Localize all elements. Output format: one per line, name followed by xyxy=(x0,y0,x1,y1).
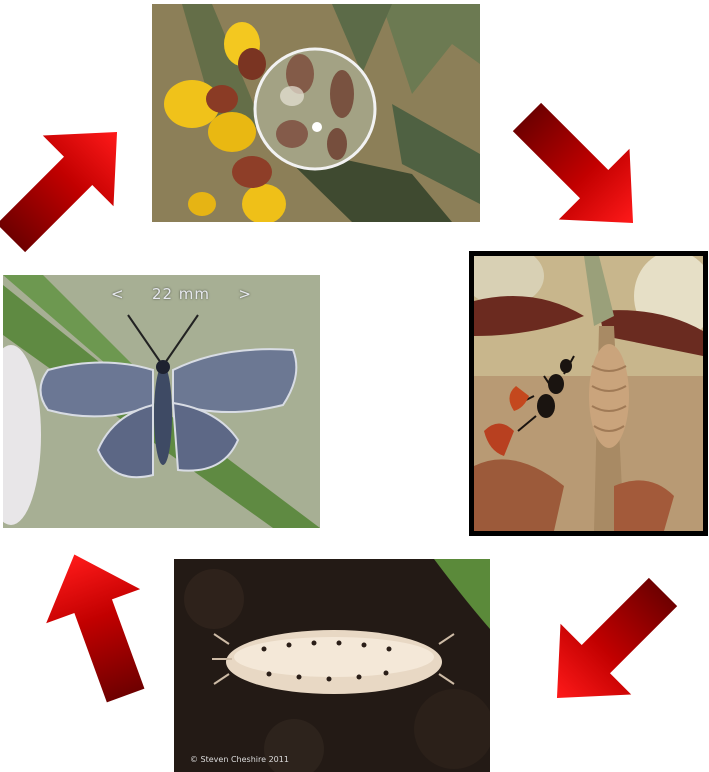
measure-left-mark: < xyxy=(111,285,124,303)
photo-credit: © Steven Cheshire 2011 xyxy=(190,755,289,764)
arrow-adult-to-egg-icon xyxy=(0,97,152,274)
egg-on-flower-photo xyxy=(152,4,480,222)
arrow-larva-to-pupa-icon xyxy=(522,557,699,734)
arrow-egg-to-larva-icon xyxy=(492,82,669,259)
larva-with-ant-photo xyxy=(469,251,708,536)
measure-right-mark: > xyxy=(238,285,251,303)
size-measurement: < 22 mm > xyxy=(111,285,251,303)
arrow-pupa-to-adult-icon xyxy=(27,537,172,712)
adult-butterfly-photo: < 22 mm > xyxy=(3,275,320,528)
pupa-photo: © Steven Cheshire 2011 xyxy=(174,559,490,772)
measure-value: 22 mm xyxy=(152,285,210,303)
